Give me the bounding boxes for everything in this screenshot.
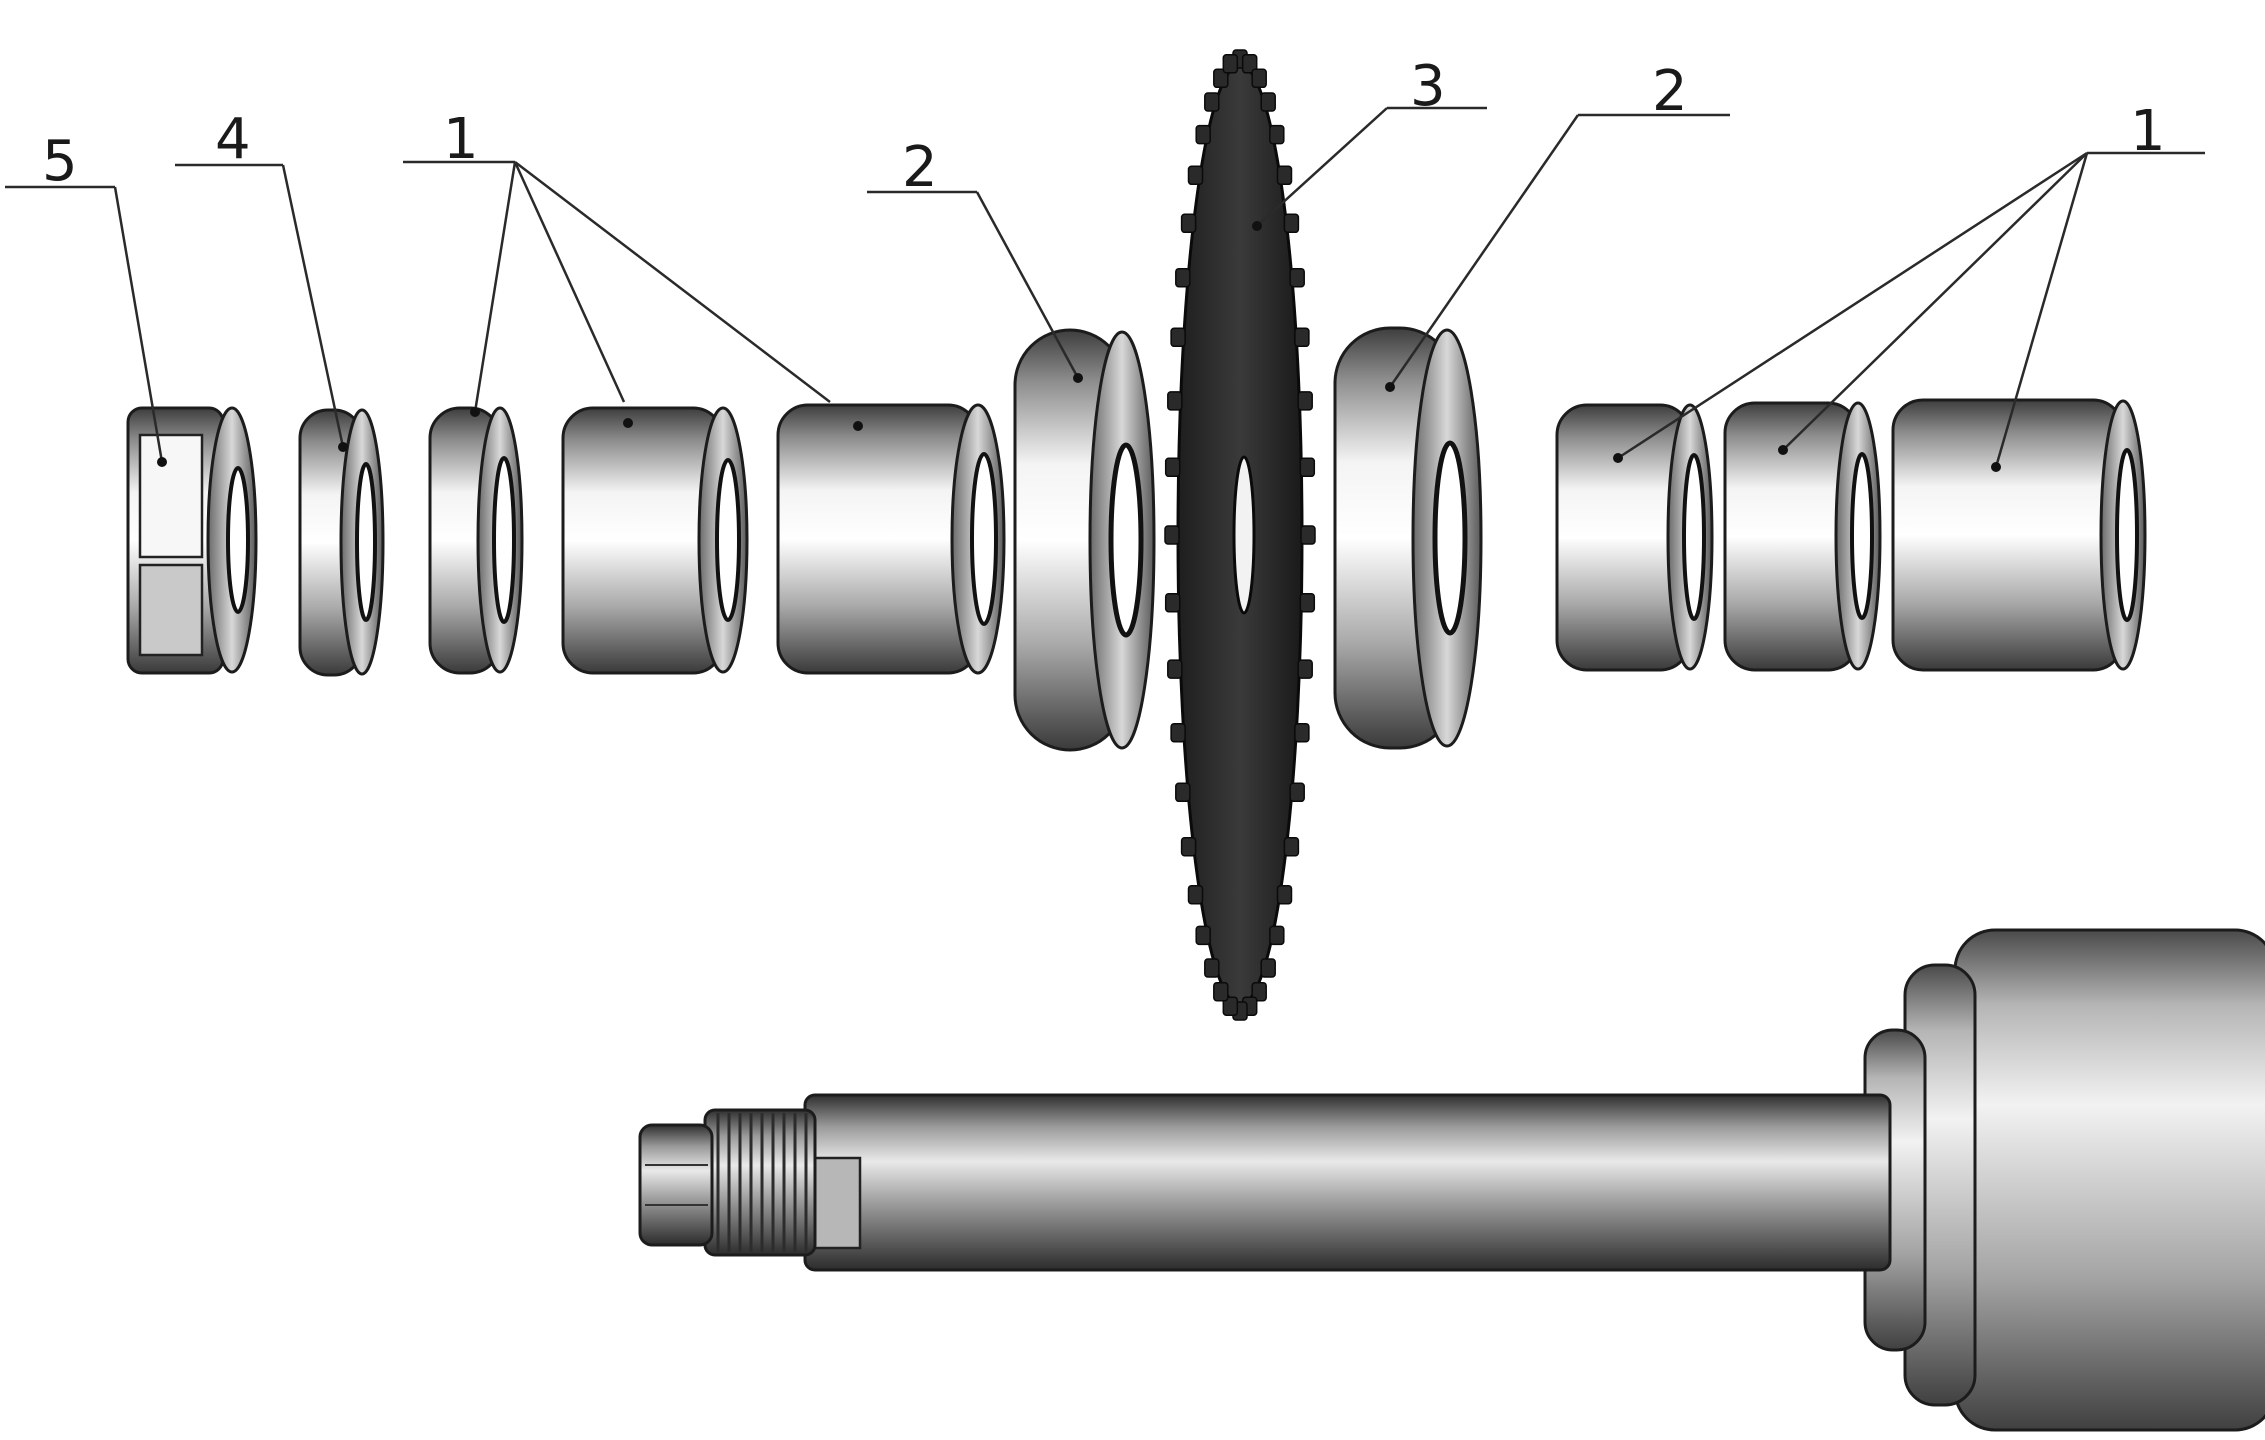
- saw-tooth: [1175, 782, 1191, 803]
- saw-tooth: [1283, 836, 1300, 857]
- saw-tooth: [1167, 391, 1183, 411]
- saw-tooth: [1269, 925, 1285, 946]
- saw-tooth: [1213, 981, 1229, 1002]
- saw-tooth: [1269, 124, 1285, 145]
- callout-label-1-right: 1: [2130, 99, 2166, 164]
- callout-label-2-right: 2: [1652, 59, 1688, 124]
- saw-tooth: [1300, 525, 1316, 545]
- saw-tooth: [1170, 327, 1186, 348]
- callout-1-right: 1: [1613, 99, 2205, 472]
- saw-tooth: [1164, 592, 1181, 613]
- spacer-ring-medium-right-2: [1723, 401, 1882, 672]
- saw-tooth: [1187, 884, 1204, 905]
- saw-tooth: [1251, 68, 1267, 89]
- callout-4: 4: [175, 107, 348, 452]
- saw-tooth: [1251, 981, 1267, 1002]
- callout-2-left: 2: [867, 135, 1083, 383]
- saw-tooth: [1260, 958, 1276, 978]
- spacer-ring-large-right: [1891, 398, 2147, 672]
- nut-part-5: [126, 406, 258, 675]
- washer-part-4: [298, 408, 385, 677]
- saw-tooth: [1241, 54, 1258, 74]
- saw-tooth: [1213, 68, 1229, 89]
- saw-tooth: [1297, 659, 1313, 679]
- saw-tooth: [1175, 267, 1191, 288]
- callout-label-4: 4: [215, 107, 251, 172]
- saw-tooth: [1180, 213, 1197, 234]
- saw-tooth: [1222, 996, 1239, 1016]
- callout-label-3: 3: [1410, 54, 1446, 119]
- saw-tooth: [1294, 722, 1310, 743]
- callout-label-1-left: 1: [443, 107, 479, 172]
- saw-tooth: [1297, 391, 1313, 411]
- saw-tooth: [1299, 592, 1316, 613]
- saw-tooth: [1167, 659, 1183, 679]
- saw-tooth: [1204, 958, 1220, 978]
- spacer-ring-large-left: [776, 403, 1006, 675]
- callout-3: 3: [1252, 54, 1487, 231]
- saw-tooth: [1289, 782, 1305, 803]
- saw-blade-part-3: [1164, 49, 1316, 1021]
- saw-tooth: [1180, 836, 1197, 857]
- flange-part-2-right: [1333, 326, 1483, 750]
- saw-tooth: [1260, 92, 1276, 112]
- saw-tooth: [1283, 213, 1300, 234]
- saw-tooth: [1294, 327, 1310, 348]
- callout-label-5: 5: [42, 129, 78, 194]
- saw-tooth: [1299, 457, 1316, 478]
- saw-tooth: [1164, 525, 1180, 545]
- spacer-ring-medium-right: [1555, 403, 1714, 672]
- callout-1-left: 1: [403, 107, 863, 431]
- saw-tooth: [1222, 54, 1239, 74]
- callout-5: 5: [5, 129, 167, 467]
- spacer-ring-medium-left: [561, 406, 749, 675]
- saw-tooth: [1204, 92, 1220, 112]
- saw-tooth: [1276, 884, 1293, 905]
- saw-blade-teeth: [1164, 49, 1316, 1021]
- saw-tooth: [1187, 165, 1204, 186]
- callout-label-2-left: 2: [902, 135, 938, 200]
- drive-shaft: [638, 928, 2265, 1432]
- callout-2-right: 2: [1385, 59, 1730, 392]
- saw-tooth: [1195, 925, 1211, 946]
- saw-tooth: [1276, 165, 1293, 186]
- saw-tooth: [1170, 722, 1186, 743]
- saw-tooth: [1195, 124, 1211, 145]
- flange-part-2-left: [1013, 328, 1156, 752]
- saw-tooth: [1289, 267, 1305, 288]
- spacer-ring-small-left: [428, 406, 524, 675]
- saw-tooth: [1164, 457, 1181, 478]
- shaft-threads: [716, 1113, 808, 1252]
